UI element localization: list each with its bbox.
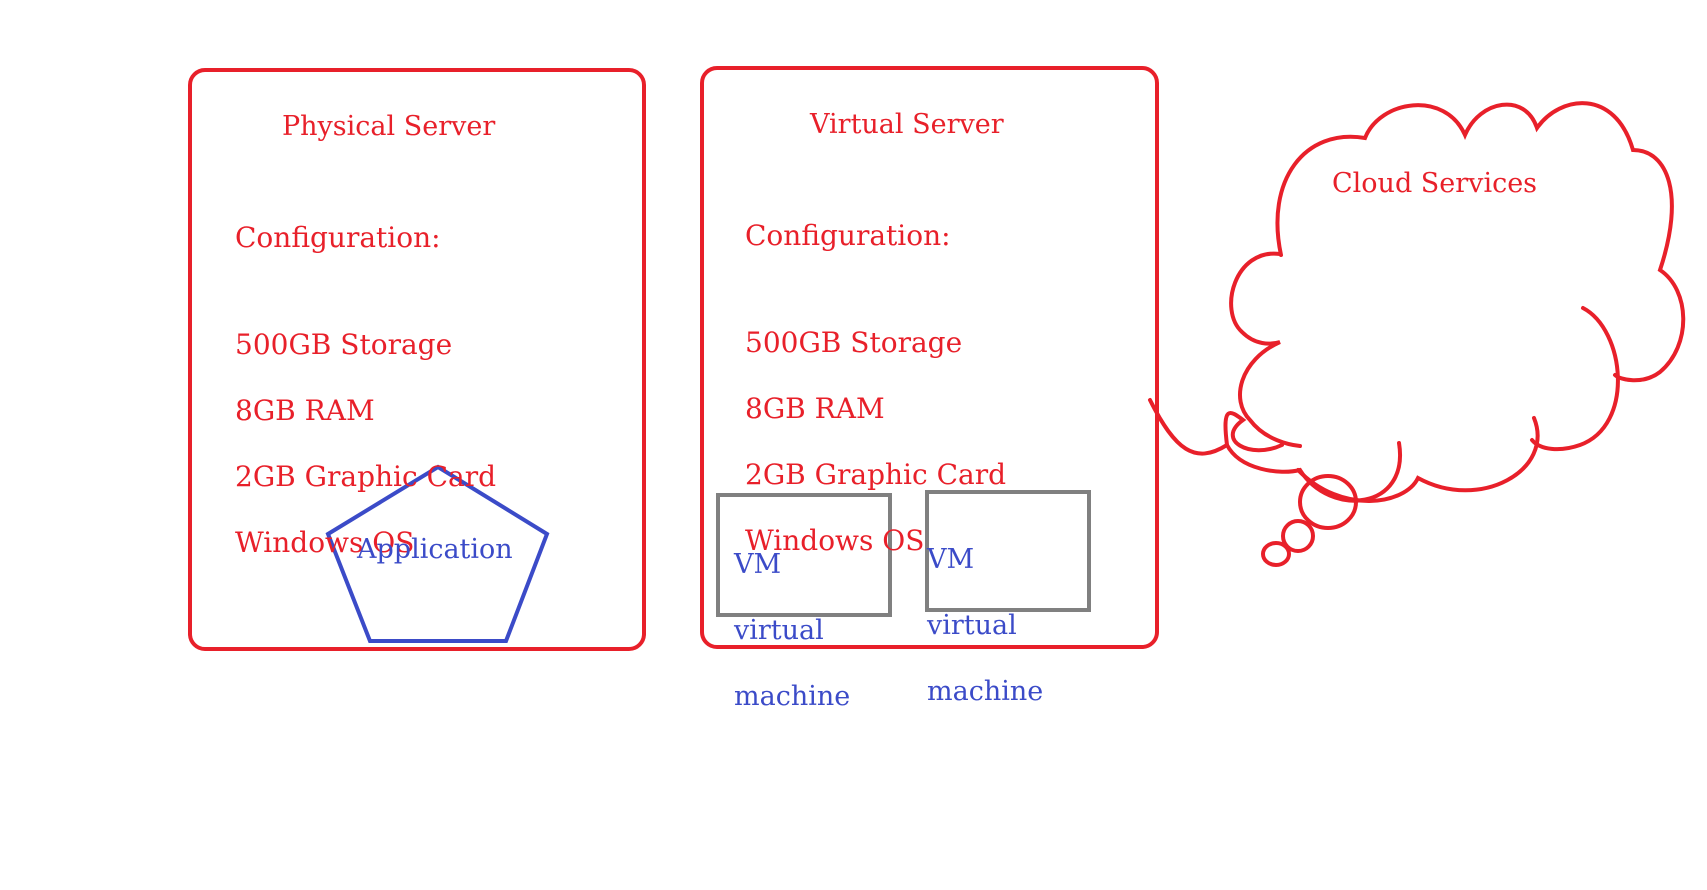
physical-specs: 500GB Storage 8GB RAM 2GB Graphic Card W…: [235, 295, 496, 592]
vm-1-line-3: machine: [734, 681, 851, 712]
virtual-specs: 500GB Storage 8GB RAM 2GB Graphic Card W…: [745, 293, 1006, 590]
vm-2-line-1: VM: [927, 544, 975, 575]
application-pentagon: [325, 464, 550, 643]
physical-spec-graphic: 2GB Graphic Card: [235, 460, 497, 493]
cloud-bubble-large: [1298, 474, 1358, 530]
cloud-shape: [1148, 101, 1686, 503]
virtual-spec-storage: 500GB Storage: [745, 326, 963, 359]
vm-1-line-2: virtual: [734, 615, 824, 646]
cloud-bubble-medium: [1281, 519, 1315, 553]
vm-1-line-1: VM: [734, 549, 782, 580]
vm-2-line-2: virtual: [927, 610, 1017, 641]
virtual-spec-ram: 8GB RAM: [745, 392, 885, 425]
virtual-spec-graphic: 2GB Graphic Card: [745, 458, 1007, 491]
vm-box-2: [925, 490, 1091, 612]
vm-2-label: VM virtual machine: [927, 510, 1043, 741]
application-label: Application: [357, 534, 513, 565]
physical-server-title: Physical Server: [282, 111, 496, 142]
physical-spec-os: Windows OS: [235, 526, 415, 559]
cloud-bubble-small: [1261, 541, 1291, 567]
virtual-server-title: Virtual Server: [810, 109, 1004, 140]
physical-spec-storage: 500GB Storage: [235, 328, 453, 361]
vm-2-line-3: machine: [927, 676, 1044, 707]
physical-spec-ram: 8GB RAM: [235, 394, 375, 427]
physical-config-heading: Configuration:: [235, 221, 441, 254]
virtual-config-heading: Configuration:: [745, 219, 951, 252]
virtual-server-box: [700, 66, 1159, 649]
cloud-label: Cloud Services: [1332, 168, 1538, 199]
physical-server-box: [188, 68, 646, 651]
virtual-spec-os: Windows OS: [745, 524, 925, 557]
vm-1-label: VM virtual machine: [734, 515, 850, 746]
vm-box-1: [716, 493, 892, 617]
